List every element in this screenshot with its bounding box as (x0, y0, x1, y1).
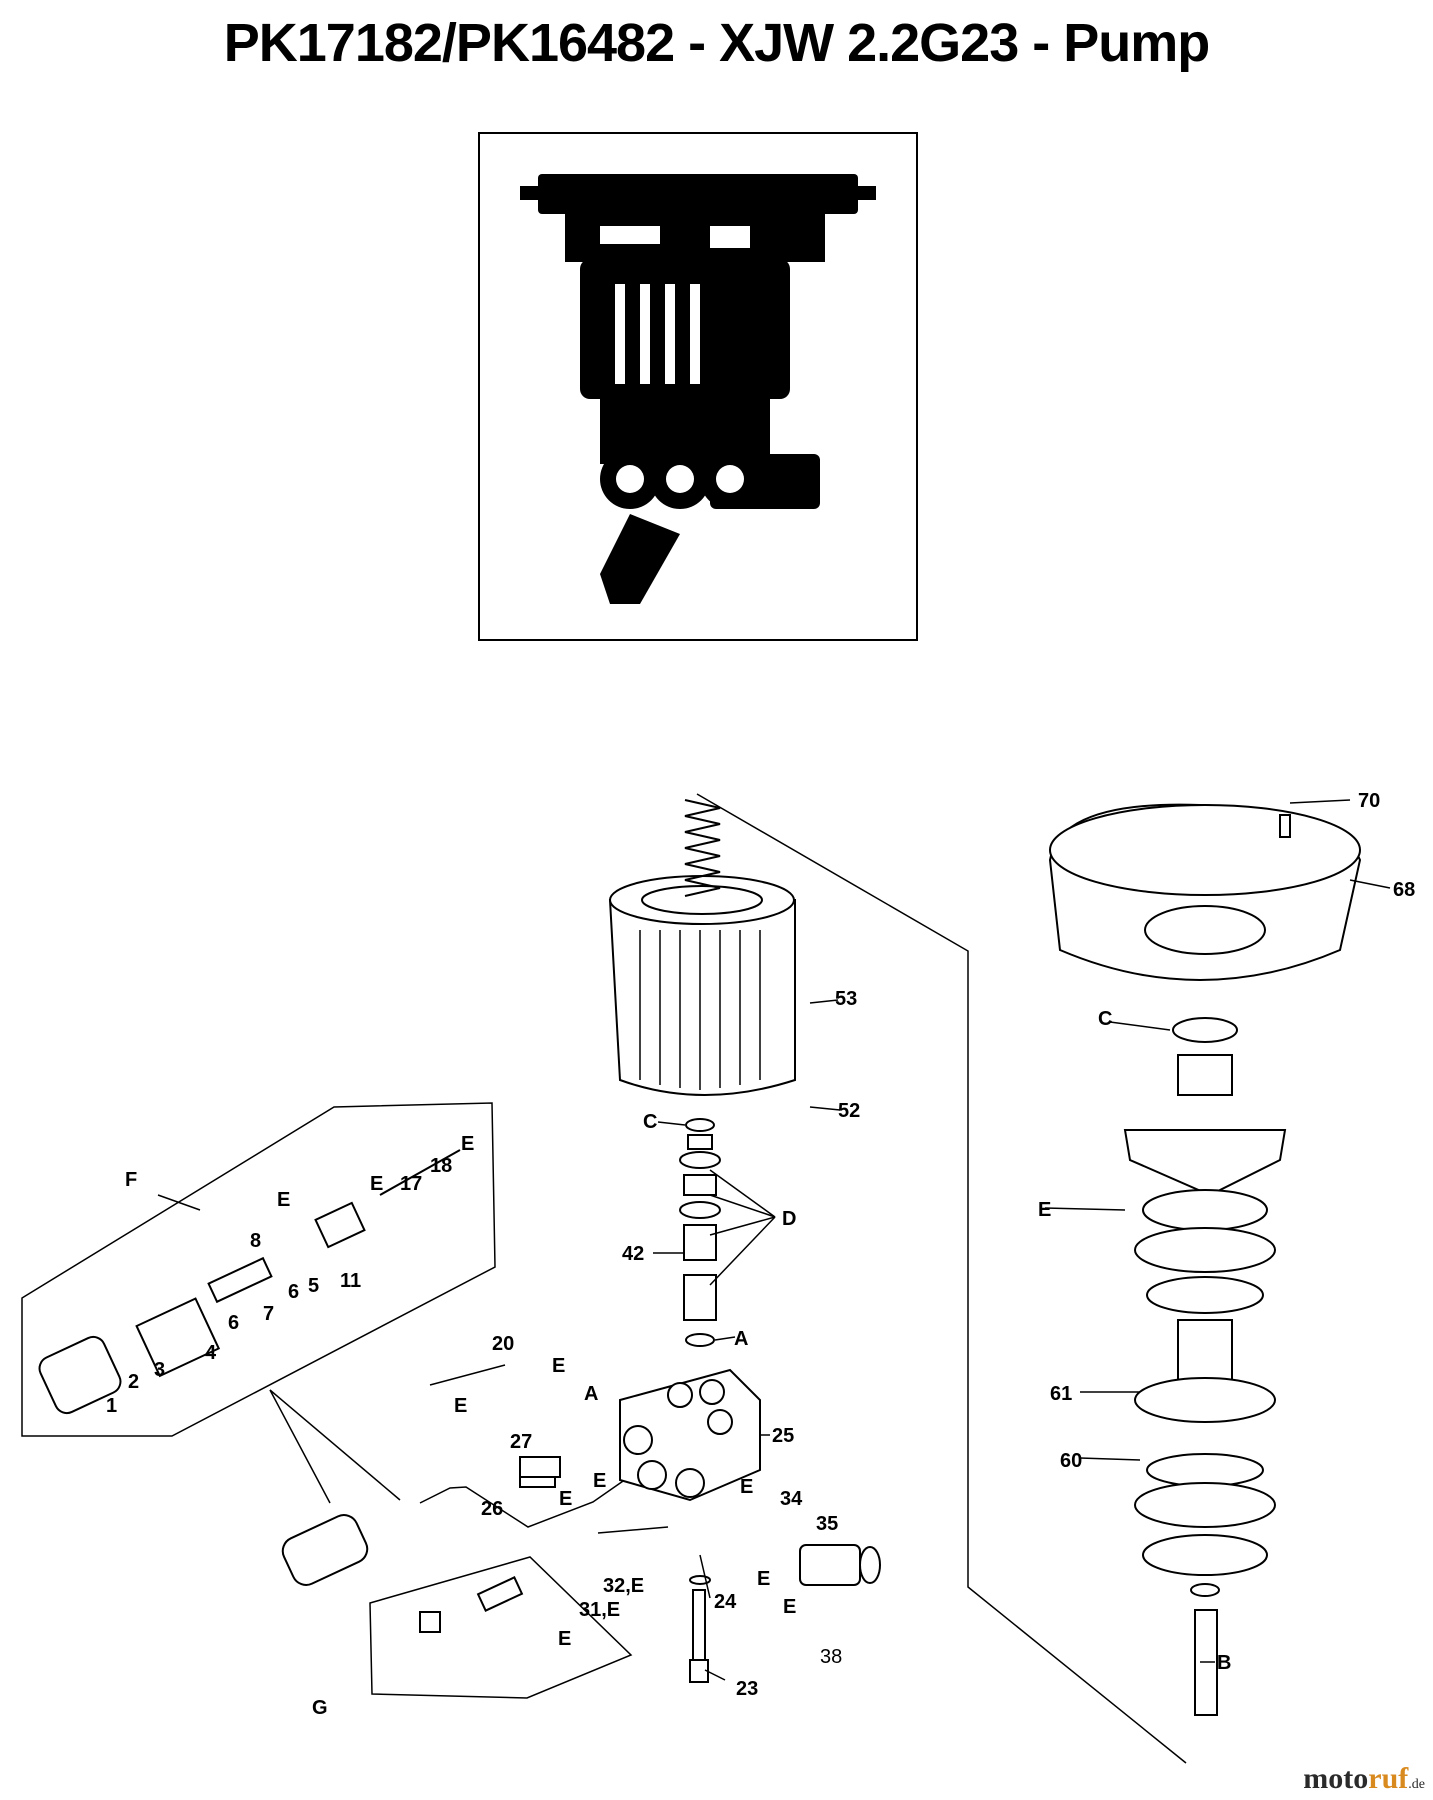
label-5: 5 (308, 1275, 319, 1297)
label-c-center: C (643, 1111, 657, 1133)
label-e-12: E (1038, 1199, 1051, 1221)
label-2: 2 (128, 1371, 139, 1393)
label-4: 4 (205, 1342, 217, 1364)
label-a-2: A (584, 1383, 598, 1405)
group-g-outline (369, 1556, 633, 1699)
label-32e: 32,E (603, 1575, 644, 1597)
link-line-26 (419, 1478, 627, 1528)
inlet-fitting (519, 1456, 561, 1488)
label-e-2: E (454, 1395, 467, 1417)
label-e-7: E (783, 1596, 796, 1618)
cylinder-bracket (696, 793, 1187, 1764)
watermark-part2: ruf (1368, 1762, 1409, 1795)
label-53: 53 (835, 988, 857, 1010)
label-27: 27 (510, 1431, 532, 1453)
label-a-1: A (734, 1328, 748, 1350)
label-60: 60 (1060, 1450, 1082, 1472)
label-e-6: E (757, 1568, 770, 1590)
label-f: F (125, 1169, 137, 1191)
label-31e: 31,E (579, 1599, 620, 1621)
spring (684, 799, 721, 897)
label-70: 70 (1358, 790, 1380, 812)
label-e-11: E (461, 1133, 474, 1155)
label-3: 3 (154, 1359, 165, 1381)
label-17: 17 (400, 1173, 422, 1195)
page-title: PK17182/PK16482 - XJW 2.2G23 - Pump (223, 13, 1211, 73)
label-23: 23 (736, 1678, 758, 1700)
motor-housing (608, 875, 796, 1096)
label-61: 61 (1050, 1383, 1072, 1405)
label-26: 26 (481, 1498, 503, 1520)
label-34: 34 (780, 1488, 803, 1510)
watermark-part1: moto (1303, 1762, 1369, 1795)
label-g: G (312, 1697, 328, 1719)
label-52: 52 (838, 1100, 860, 1122)
label-1: 1 (106, 1395, 117, 1417)
label-c-right: C (1098, 1008, 1112, 1030)
label-e-5: E (740, 1476, 753, 1498)
outlet-fitting-38 (799, 1544, 881, 1586)
pump-photo (520, 174, 876, 604)
gearbox-flange (1048, 803, 1362, 981)
bearing-stack (1123, 1017, 1287, 1716)
pump-photo-frame (478, 132, 918, 641)
label-35: 35 (816, 1513, 838, 1535)
label-e-8: E (558, 1628, 571, 1650)
label-7: 7 (263, 1303, 274, 1325)
label-20: 20 (492, 1333, 514, 1355)
manifold (619, 1368, 761, 1502)
group-f-outline (21, 1102, 496, 1437)
label-6b: 6 (288, 1281, 299, 1303)
label-11: 11 (340, 1270, 361, 1292)
label-d: D (782, 1208, 796, 1230)
link-line-31 (597, 1526, 669, 1534)
unloader-assembly (38, 1149, 461, 1415)
leader-lines (157, 799, 1391, 1681)
label-68: 68 (1393, 879, 1415, 901)
label-e-4: E (559, 1488, 572, 1510)
label-18: 18 (430, 1155, 452, 1177)
piston-stack (679, 1118, 721, 1347)
part-labels: 70 68 53 52 C C D 42 A A 25 20 E E 27 E … (106, 790, 1415, 1719)
bolt-23 (689, 1575, 711, 1683)
label-e-10: E (370, 1173, 383, 1195)
check-valve-assembly (281, 1514, 524, 1633)
label-e-3: E (593, 1470, 606, 1492)
label-e-9: E (277, 1189, 290, 1211)
label-8: 8 (250, 1230, 261, 1252)
watermark: motoruf.de (1303, 1762, 1425, 1796)
label-e-1: E (552, 1355, 565, 1377)
label-24: 24 (714, 1591, 737, 1613)
label-38: 38 (820, 1646, 842, 1668)
label-6a: 6 (228, 1312, 239, 1334)
watermark-tld: .de (1408, 1777, 1425, 1792)
label-b: B (1217, 1652, 1231, 1674)
label-42: 42 (622, 1243, 644, 1265)
label-25: 25 (772, 1425, 794, 1447)
